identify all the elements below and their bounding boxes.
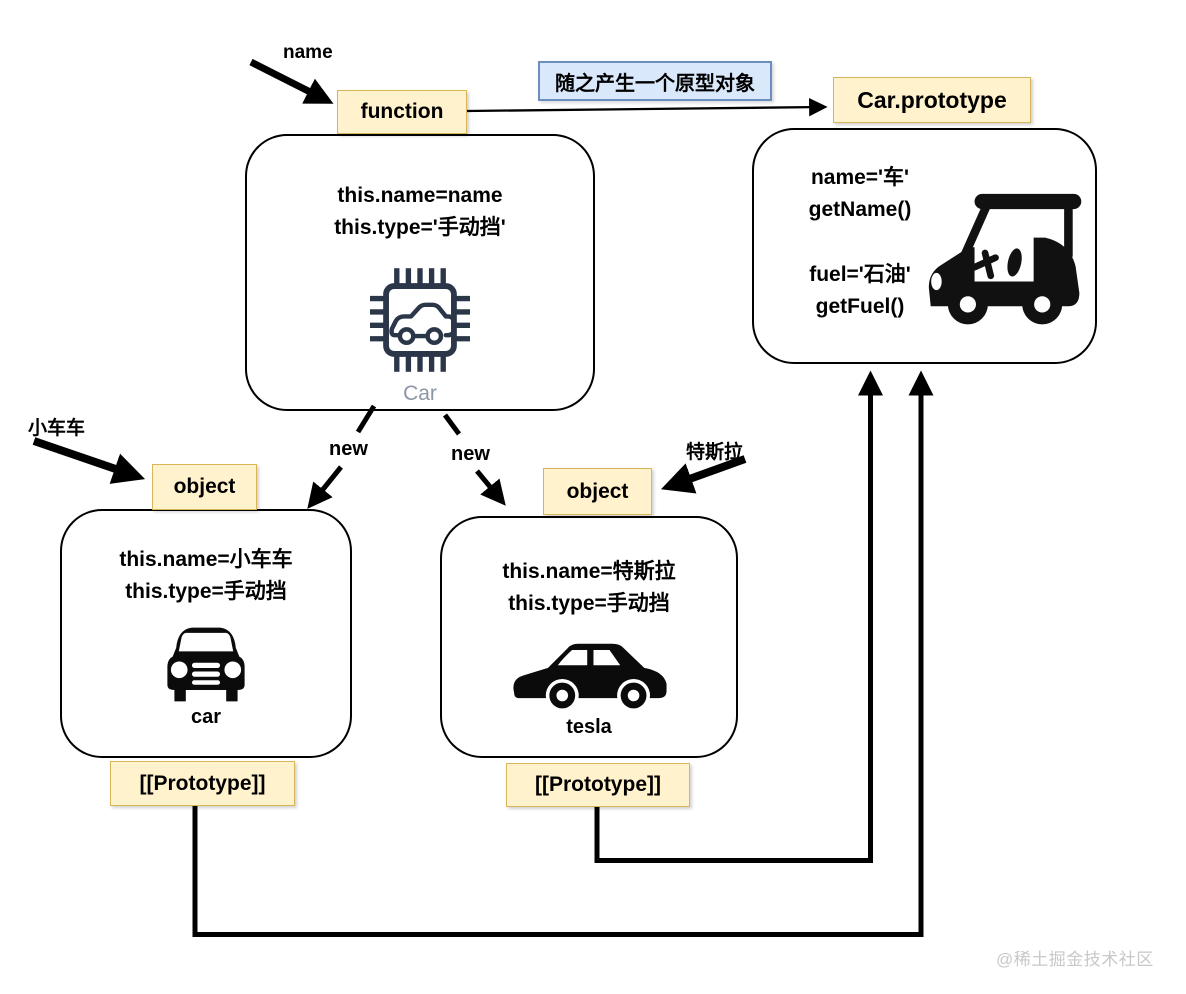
car-prototype-box: name='车' getName() fuel='石油' getFuel()	[752, 128, 1097, 364]
function-tag: function	[337, 90, 467, 134]
tesla-instance-box: this.name=特斯拉 this.type=手动挡 tesla	[440, 516, 738, 758]
prototype-creation-note: 随之产生一个原型对象	[538, 61, 772, 101]
prototype-fuel-line: fuel='石油'	[809, 263, 911, 286]
prototype-slot-car: [[Prototype]]	[110, 761, 295, 806]
tesla-code-line2: this.type=手动挡	[508, 592, 670, 615]
car-code-line2: this.type=手动挡	[125, 580, 287, 603]
prototype-getname-line: getName()	[808, 198, 912, 221]
new-arrow-right	[475, 469, 506, 506]
prototype-name-line: name='车'	[810, 166, 910, 189]
car-code-line1: this.name=小车车	[119, 548, 293, 571]
new-arrow-right-segment	[442, 413, 462, 436]
tesla-instance-caption: tesla	[566, 716, 612, 738]
prototype-slot-tesla: [[Prototype]]	[506, 763, 690, 807]
constructor-caption: Car	[403, 382, 437, 405]
car-pointer-arrow	[32, 437, 146, 484]
golf-cart-icon	[928, 193, 1082, 325]
spacer	[770, 226, 950, 259]
constructor-code-line1: this.name=name	[337, 184, 503, 207]
prototype-members: name='车' getName() fuel='石油' getFuel()	[770, 162, 950, 323]
new-label-right: new	[451, 443, 490, 465]
car-pointer-label: 小车车	[28, 418, 86, 439]
watermark: @稀土掘金技术社区	[996, 950, 1154, 969]
new-label-left: new	[329, 438, 368, 460]
prototype-getfuel-line: getFuel()	[815, 295, 905, 318]
name-pointer-label: name	[283, 42, 333, 63]
car-instance-caption: car	[190, 706, 222, 728]
new-arrow-left	[307, 465, 343, 509]
tesla-pointer-label: 特斯拉	[686, 442, 744, 463]
object-tag-car: object	[152, 464, 257, 510]
car-side-icon	[513, 643, 667, 712]
constructor-code-line2: this.type='手动挡'	[334, 216, 506, 239]
name-pointer-arrow	[249, 58, 334, 104]
creates-prototype-arrow	[466, 97, 828, 117]
object-tag-tesla: object	[543, 468, 652, 515]
tesla-code-line1: this.name=特斯拉	[502, 560, 676, 583]
car-prototype-tag: Car.prototype	[833, 77, 1031, 123]
car-front-icon	[167, 627, 245, 702]
chip-car-icon	[370, 268, 470, 372]
car-instance-box: this.name=小车车 this.type=手动挡 car	[60, 509, 352, 758]
car-constructor-box: this.name=name this.type='手动挡'	[245, 134, 595, 411]
